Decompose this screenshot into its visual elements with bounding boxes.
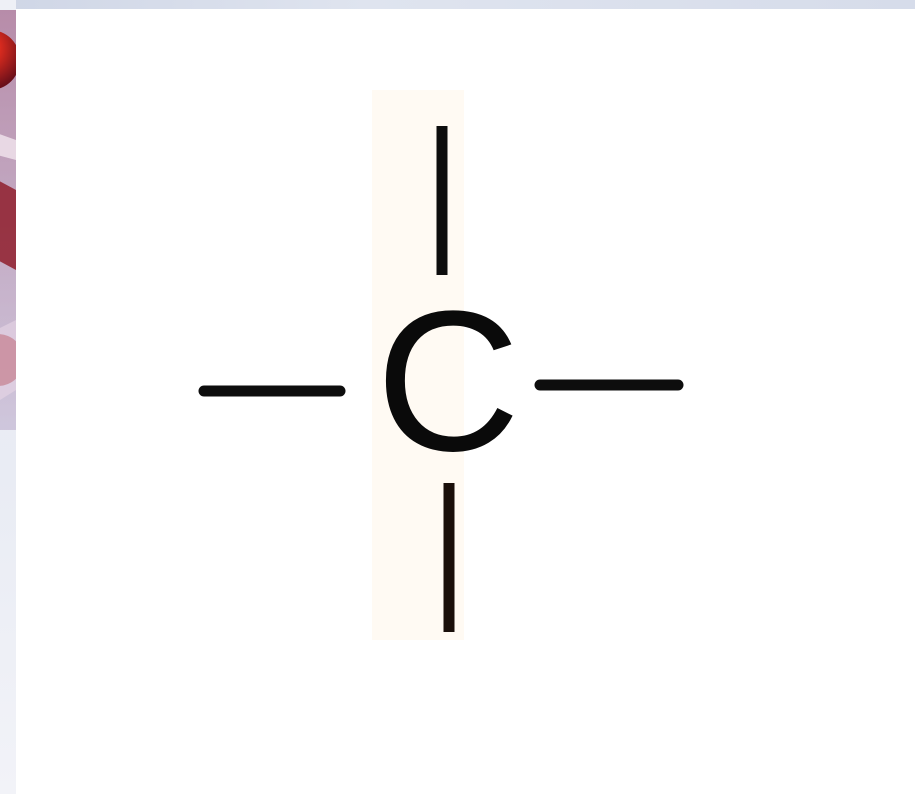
atom-symbol: C	[376, 270, 520, 493]
partial-decorative-image	[0, 10, 16, 430]
top-border-strip	[0, 0, 915, 9]
